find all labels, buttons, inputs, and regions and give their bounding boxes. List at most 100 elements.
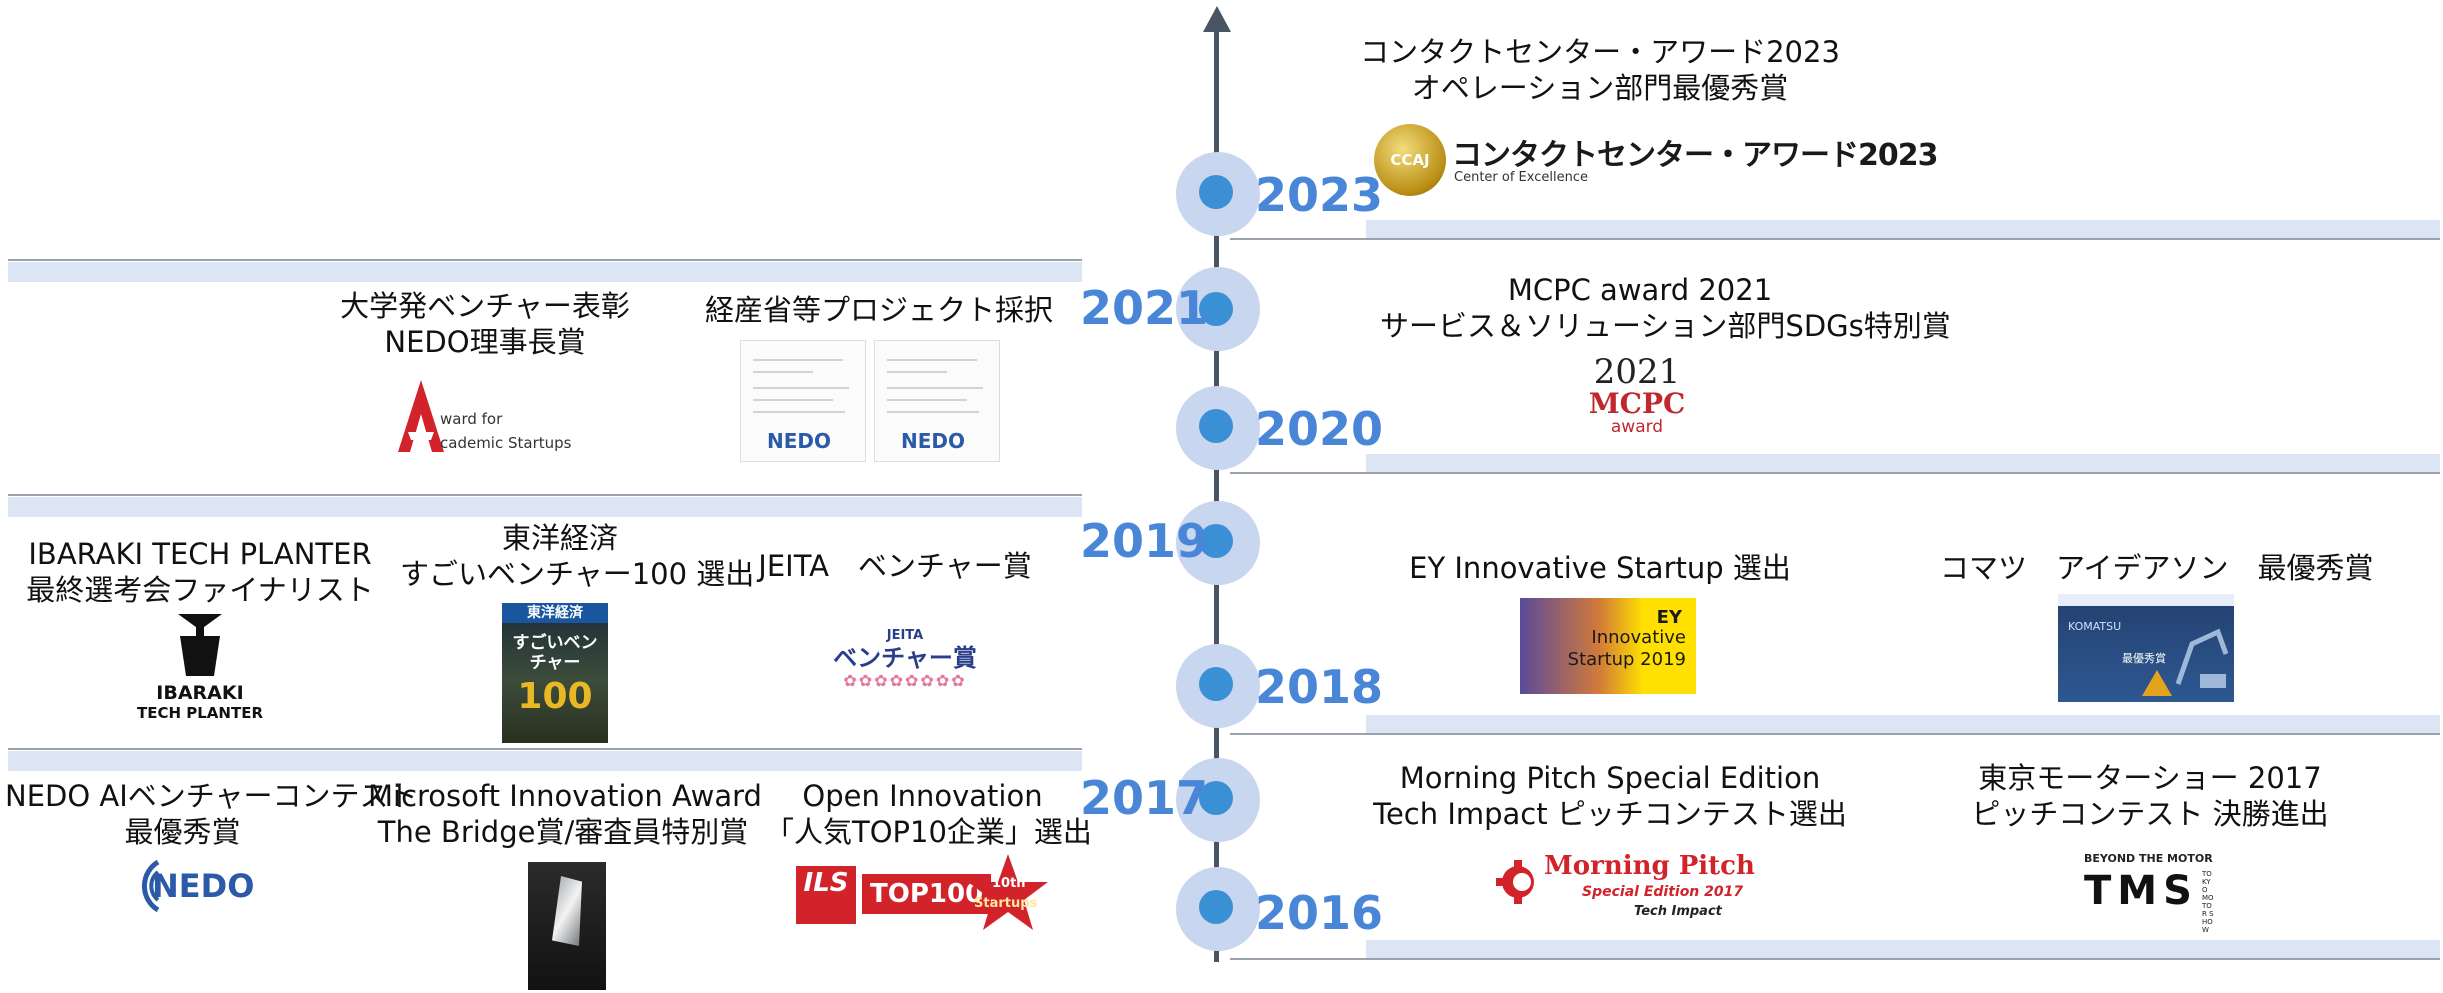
ey-logo: EY Innovative Startup 2019 — [1520, 598, 1696, 694]
ccaj-badge-text: CCAJ — [1390, 151, 1430, 169]
microsoft-line2: The Bridge賞/審査員特別賞 — [377, 815, 749, 849]
band-fill-2018-right — [1366, 715, 2440, 733]
jeita-logo-main: ベンチャー賞 — [833, 644, 977, 672]
band-fill-2021-left — [8, 262, 1082, 282]
cc2023-line1: コンタクトセンター・アワード2023 — [1360, 35, 1840, 69]
toyo-cover-big: すごいベンチャー — [512, 633, 598, 673]
ey-caption: EY Innovative Startup 選出 — [1390, 550, 1810, 586]
nedo-ai-line2: 最優秀賞 — [124, 815, 241, 849]
ey-logo-line1: EY — [1656, 607, 1682, 628]
meti-document-1: NEDO — [740, 340, 866, 462]
microsoft-line1: Microsoft Innovation Award — [368, 779, 762, 813]
tms-caption: 東京モーターショー 2017 ピッチコンテスト 決勝進出 — [1950, 760, 2350, 832]
cc2023-logo-sub: Center of Excellence — [1454, 170, 1588, 185]
ibaraki-plant-icon — [178, 614, 222, 676]
meti-document-2: NEDO — [874, 340, 1000, 462]
tms-line2: ピッチコンテスト 決勝進出 — [1971, 797, 2329, 831]
komatsu-logo-badge: 最優秀賞 — [2122, 652, 2166, 665]
meti-nedo-logo-2: NEDO — [901, 429, 966, 453]
star-label: 10th — [992, 876, 1026, 891]
mcpc-logo-mark: MCPC — [1588, 387, 1686, 420]
nedo-ai-logo-text: NEDO — [152, 867, 255, 905]
ibaraki-logo: IBARAKI TECH PLANTER — [120, 614, 280, 730]
year-dot-2016 — [1199, 890, 1233, 924]
jeita-caption: JEITA ベンチャー賞 — [745, 548, 1045, 584]
toyo-line1: 東洋経済 — [501, 521, 618, 555]
open-innov-logo: ILS TOP100 10th Startups — [796, 852, 1052, 936]
cc2023-line2: オペレーション部門最優秀賞 — [1411, 71, 1789, 105]
top100-logo-text: TOP100 — [862, 874, 992, 914]
year-label-2018: 2018 — [1255, 660, 1384, 714]
univ-logo-line1: ward for — [440, 410, 503, 428]
mcpc-caption: MCPC award 2021 サービス＆ソリューション部門SDGs特別賞 — [1380, 272, 1951, 344]
tms-logo: BEYOND THE MOTOR TMS TOKYO MOTOR SHOW — [2084, 852, 2234, 934]
band-line-2017-left — [8, 748, 1082, 750]
tms-line1: 東京モーターショー 2017 — [1978, 761, 2322, 795]
band-line-2021-left — [8, 259, 1082, 261]
jeita-logo: JEITA ベンチャー賞 ✿✿✿✿✿✿✿✿ — [805, 628, 1005, 692]
ibaraki-logo-line1: IBARAKI — [156, 682, 244, 704]
star-icon — [968, 854, 1048, 930]
mcpc-logo: 2021 MCPC award — [1582, 354, 1692, 438]
meti-caption: 経産省等プロジェクト採択 — [705, 292, 1054, 328]
morning-line2: Tech Impact ピッチコンテスト選出 — [1373, 797, 1847, 831]
ils-logo: ILS — [796, 866, 856, 924]
mcpc-line1: MCPC award 2021 — [1507, 273, 1773, 307]
microsoft-trophy — [528, 862, 606, 990]
morning-logo-main: Morning Pitch — [1544, 851, 1755, 881]
gear-icon — [1496, 860, 1534, 904]
mcpc-logo-sub: award — [1610, 417, 1664, 437]
year-dot-2017 — [1199, 781, 1233, 815]
cc2023-caption: コンタクトセンター・アワード2023 オペレーション部門最優秀賞 — [1340, 34, 1860, 106]
morning-logo-sub2: Tech Impact — [1634, 904, 1722, 919]
trophy-crystal-icon — [552, 876, 582, 946]
triangle-icon — [2142, 670, 2172, 696]
univ-logo: ward for cademic Startups — [398, 380, 598, 460]
open-innov-line2: 「人気TOP10企業」選出 — [765, 815, 1092, 849]
nedo-ai-line1: NEDO AIベンチャーコンテスト — [5, 779, 418, 813]
year-label-2016: 2016 — [1255, 886, 1384, 940]
cc2023-logo: CCAJ コンタクトセンター・アワード2023 Center of Excell… — [1374, 122, 1938, 200]
morning-caption: Morning Pitch Special Edition Tech Impac… — [1360, 760, 1860, 832]
jeita-line1: JEITA ベンチャー賞 — [758, 549, 1032, 583]
nedo-ai-logo: NEDO — [122, 858, 272, 918]
ils-logo-text: ILS — [803, 868, 849, 898]
ey-logo-line3: Startup 2019 — [1567, 649, 1686, 670]
jeita-logo-top: JEITA — [886, 628, 924, 643]
ey-line1: EY Innovative Startup 選出 — [1409, 551, 1791, 585]
band-line-2016-right — [1230, 958, 2440, 960]
ccaj-medal-icon: CCAJ — [1374, 124, 1446, 196]
komatsu-logo: KOMATSU 最優秀賞 — [2058, 594, 2234, 702]
band-fill-2023-right — [1366, 220, 2440, 238]
band-line-2020-right — [1230, 472, 2440, 474]
komatsu-line1: コマツ アイデアソン 最優秀賞 — [1940, 551, 2374, 585]
toyo-cover-title: 東洋経済 — [502, 603, 608, 623]
toyo-line2: すごいベンチャー100 選出 — [400, 557, 755, 591]
mcpc-logo-year: 2021 — [1593, 352, 1681, 392]
band-line-2019-left — [8, 494, 1082, 496]
year-dot-2021 — [1199, 292, 1233, 326]
band-line-2018-right — [1230, 733, 2440, 735]
morning-logo: Morning Pitch Special Edition 2017 Tech … — [1496, 850, 1755, 922]
year-dot-2018 — [1199, 667, 1233, 701]
excavator-icon — [2175, 628, 2229, 688]
ibaraki-line1: IBARAKI TECH PLANTER — [28, 537, 372, 571]
year-label-2019: 2019 — [1080, 514, 1209, 568]
band-fill-2016-right — [1366, 940, 2440, 958]
univ-line1: 大学発ベンチャー表彰 — [340, 289, 630, 323]
microsoft-caption: Microsoft Innovation Award The Bridge賞/審… — [368, 778, 762, 850]
meti-line1: 経産省等プロジェクト採択 — [705, 293, 1054, 327]
morning-line1: Morning Pitch Special Edition — [1399, 761, 1821, 795]
open-innov-line1: Open Innovation — [802, 779, 1043, 813]
meti-nedo-logo-1: NEDO — [767, 429, 832, 453]
year-label-2021: 2021 — [1080, 281, 1209, 335]
year-dot-2019 — [1199, 524, 1233, 558]
band-fill-2019-left — [8, 497, 1082, 517]
band-line-2023-right — [1230, 238, 2440, 240]
mcpc-line2: サービス＆ソリューション部門SDGs特別賞 — [1380, 309, 1951, 343]
nedo-ai-caption: NEDO AIベンチャーコンテスト 最優秀賞 — [5, 778, 418, 850]
jeita-flowers-icon: ✿✿✿✿✿✿✿✿ — [843, 671, 967, 690]
tms-logo-side: TOKYO MOTOR SHOW — [2202, 870, 2214, 934]
timeline-arrow-icon — [1203, 6, 1231, 32]
nedo-arc-icon — [141, 859, 160, 913]
